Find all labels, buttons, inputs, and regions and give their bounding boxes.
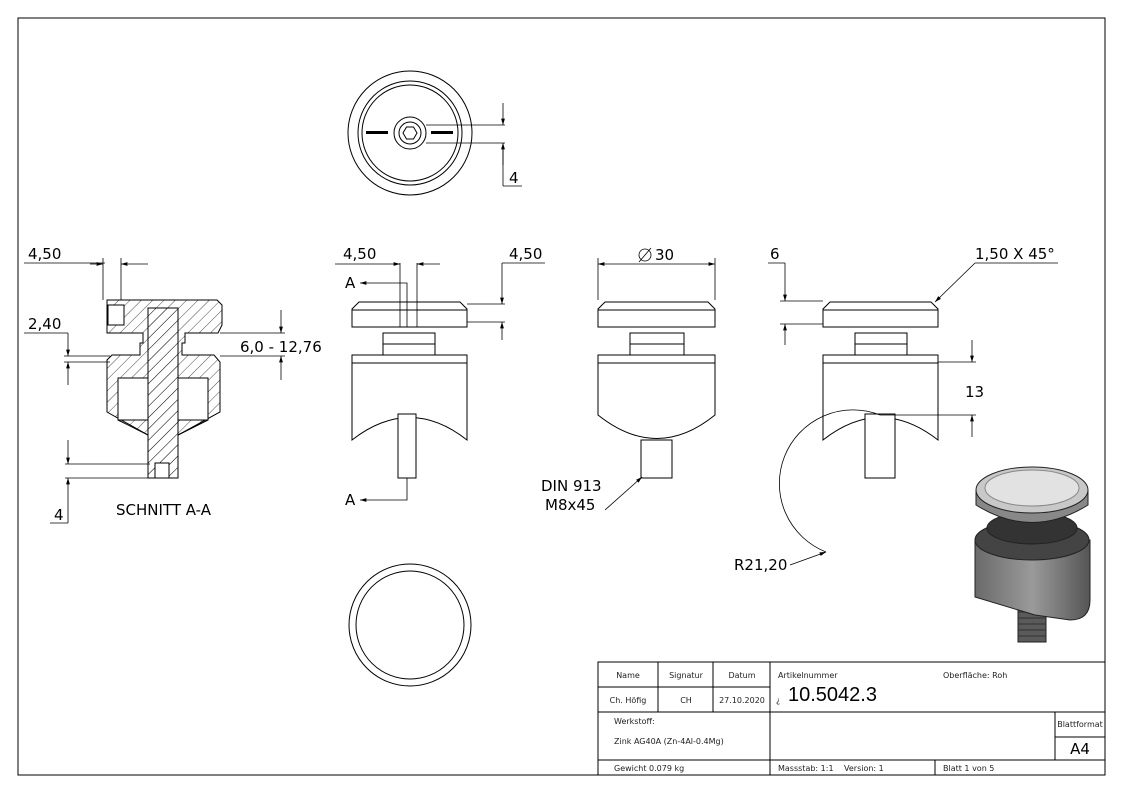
- name-header: Name: [616, 671, 640, 680]
- screw-label-2: M8x45: [545, 496, 595, 514]
- article-prefix: ¿: [776, 696, 780, 705]
- article-number: 10.5042.3: [788, 684, 877, 706]
- dim-section-bottom: 4: [54, 506, 64, 524]
- sheet-format: A4: [1070, 740, 1090, 758]
- dim-height: 13: [965, 383, 984, 401]
- front-view: 4,50 4,50 A A: [335, 245, 545, 509]
- engraving-mark: [431, 131, 453, 134]
- version: Version: 1: [844, 764, 884, 773]
- dim-head-height: 6: [770, 245, 780, 263]
- isometric-render: [974, 466, 1091, 643]
- drawing-date: 27.10.2020: [719, 696, 765, 705]
- section-marker-a-bottom: A: [345, 491, 356, 509]
- weight: Gewicht 0.079 kg: [614, 764, 684, 773]
- sheet-number: Blatt 1 von 5: [943, 764, 994, 773]
- side-view: 30 DIN 913 M8x45: [541, 246, 716, 514]
- section-marker-a-top: A: [345, 274, 356, 292]
- dim-section-head: 4,50: [28, 245, 61, 263]
- material-label: Werkstoff:: [614, 717, 655, 726]
- dim-section-gap: 2,40: [28, 315, 61, 333]
- scale: Massstab: 1:1: [778, 764, 834, 773]
- engraving-mark: [366, 131, 388, 134]
- sheet-format-label: Blattformat: [1057, 720, 1103, 729]
- dim-clamp-range: 6,0 - 12,76: [240, 338, 322, 356]
- dim-diameter: 30: [655, 246, 674, 264]
- material-value: Zink AG40A (Zn-4Al-0.4Mg): [614, 737, 724, 746]
- dim-front-left: 4,50: [343, 245, 376, 263]
- top-view: 4: [347, 70, 522, 196]
- signature-header: Signatur: [669, 671, 704, 680]
- dim-radius: R21,20: [734, 556, 787, 574]
- bottom-view: [348, 563, 472, 687]
- drafter-signature: CH: [680, 696, 692, 705]
- dim-top-offset: 4: [509, 169, 519, 187]
- title-block: Name Signatur Datum Ch. Höfig CH 27.10.2…: [597, 661, 1106, 776]
- diameter-symbol: [638, 248, 652, 262]
- dim-chamfer: 1,50 X 45°: [975, 245, 1055, 263]
- surface-label: Oberfläche: Roh: [943, 671, 1007, 680]
- article-label: Artikelnummer: [778, 671, 838, 680]
- screw-label-1: DIN 913: [541, 477, 602, 495]
- section-label: SCHNITT A-A: [116, 501, 212, 519]
- section-view: 4,50 2,40 6,0 - 12,76 4 SCHNITT A-A: [24, 245, 322, 524]
- right-view: 6 1,50 X 45° 13 R21,20: [734, 245, 1058, 574]
- dim-front-right: 4,50: [509, 245, 542, 263]
- drafter-name: Ch. Höfig: [610, 696, 647, 705]
- date-header: Datum: [728, 671, 755, 680]
- sheet-border: [17, 17, 1106, 776]
